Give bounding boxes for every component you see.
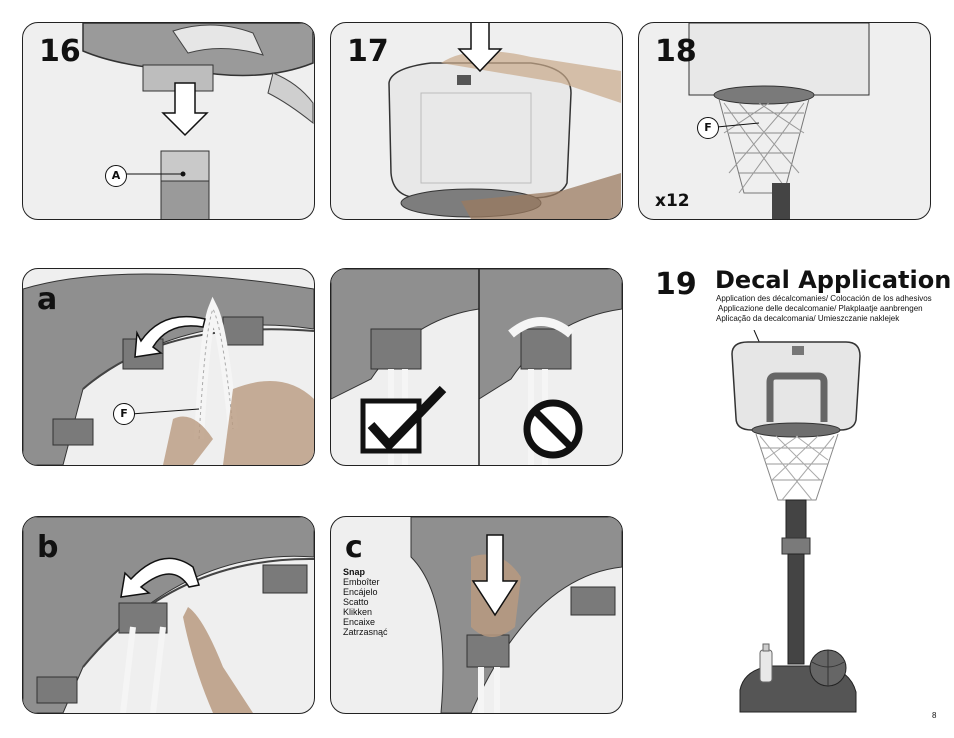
step-16-illustration [82,23,314,219]
down-arrow-icon [471,534,519,617]
step-c-illustration [410,517,622,713]
step-b-illustration [23,517,314,713]
step-17-panel: 17 [330,22,623,220]
snap-label-list: Snap Emboîter Encájelo Scatto Klikken En… [343,567,388,637]
curved-arrow-icon [134,315,206,358]
snap-label: Snap [343,567,366,577]
decal-subtitle: Application des décalcomanies/ Colocació… [716,294,932,303]
callout-label: A [105,165,127,187]
step-letter: c [345,530,363,565]
step-letter: b [37,530,59,565]
decal-title: Decal Application [715,266,952,294]
step-number: 17 [347,34,389,69]
snap-label: Scatto [343,597,369,607]
step-a-panel: a F [22,268,315,466]
down-arrow-icon [161,82,209,137]
curved-arrow-icon [120,557,200,598]
decal-subtitle: Aplicação da decalcomania/ Umieszczanie … [716,314,900,323]
page-number: 8 [932,711,937,720]
prohibited-icon [523,399,583,459]
decal-subtitle: Applicazione delle decalcomanie/ Plakpla… [718,304,923,313]
comparison-panel [330,268,623,466]
snap-label: Zatrzasnąć [343,627,388,637]
snap-label: Encaixe [343,617,376,627]
step-16-panel: 16 A [22,22,315,220]
step-c-panel: c Snap Emboîter Encájelo Scatto Klikken … [330,516,623,714]
snap-label: Emboîter [343,577,380,587]
step-number: 16 [39,34,81,69]
step-18-panel: 18 F x12 [638,22,931,220]
snap-label: Klikken [343,607,373,617]
down-arrow-icon [457,23,503,73]
callout-label: F [113,403,135,425]
step-number: 18 [655,34,697,69]
checkmark-icon [360,385,447,454]
step-b-panel: b [22,516,315,714]
step-18-illustration [688,23,870,219]
step-a-illustration [23,273,314,465]
basketball-hoop-illustration [731,330,861,713]
step-number: 19 [655,267,697,302]
snap-label: Encájelo [343,587,378,597]
quantity-label: x12 [655,191,690,211]
callout-label: F [697,117,719,139]
step-letter: a [37,282,58,317]
